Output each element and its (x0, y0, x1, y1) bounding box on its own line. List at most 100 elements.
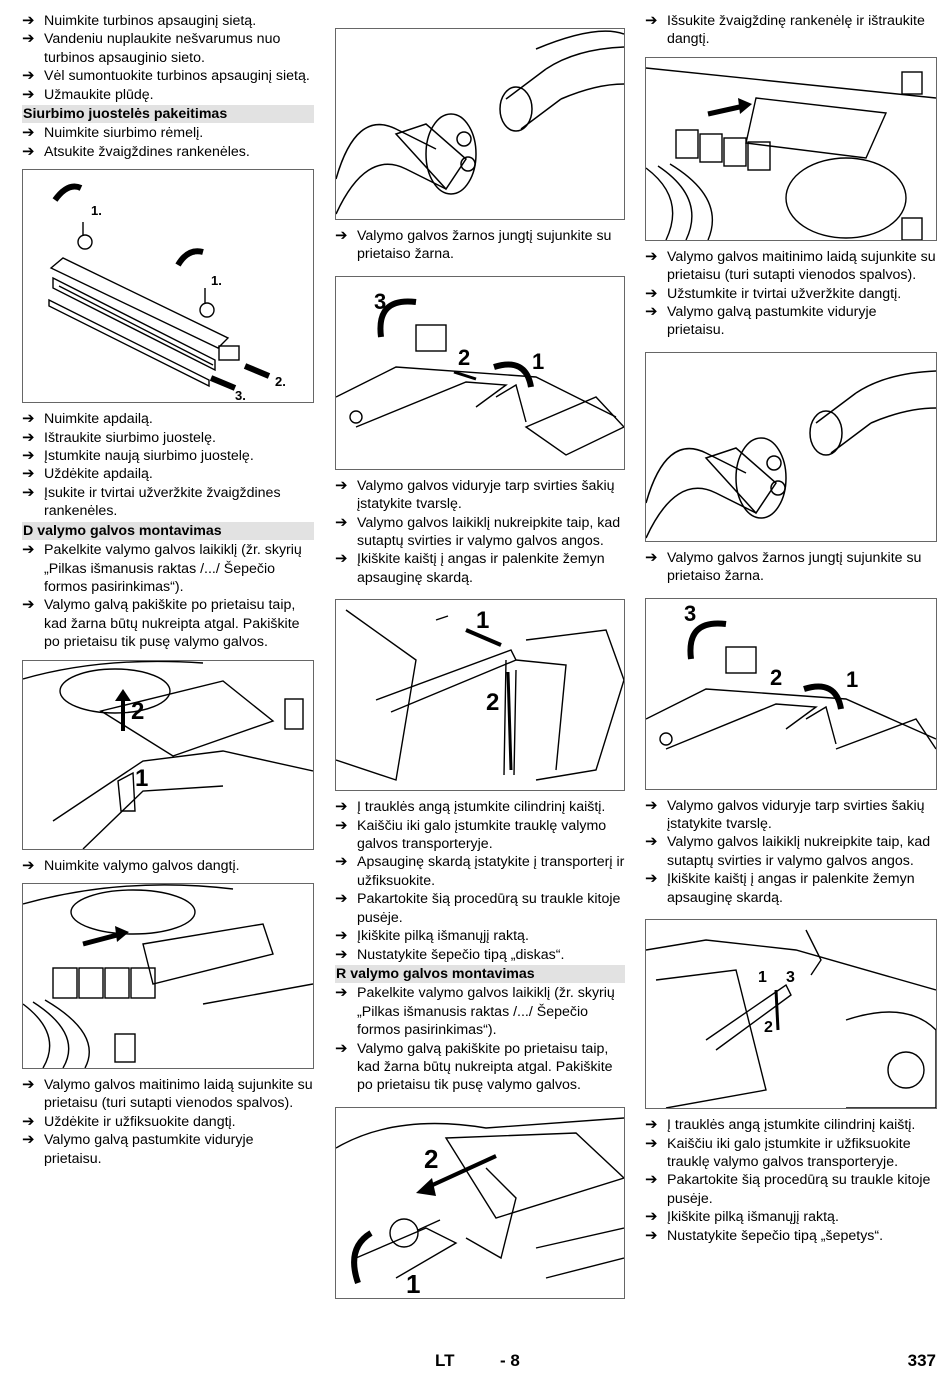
step-item: ➔Valymo galvos laikiklį nukreipkite taip… (645, 833, 937, 870)
figure-suction-strip: 1. 1. 2. 3. (22, 169, 314, 404)
figure-label: 1 (532, 349, 544, 374)
figure-label: 1 (406, 1269, 420, 1298)
section-heading: Siurbimo juostelės pakeitimas (22, 105, 314, 124)
step-item: ➔ Pakelkite valymo galvos laikiklį (žr. s… (22, 541, 314, 596)
step-text: Valymo galvos laikiklį nukreipkite taip,… (357, 514, 621, 550)
step-text: Įkiškite pilką išmanųjį raktą. (667, 1209, 839, 1226)
figure-knob-remove: 2 1 (335, 1106, 625, 1299)
step-text: Valymo galvos viduryje tarp svirties šak… (357, 477, 615, 513)
step-item: ➔Įkiškite pilką išmanųjį raktą. (645, 1208, 937, 1226)
step-item: ➔Valymo galvą pastumkite viduryje prieta… (22, 1131, 314, 1168)
step-list: ➔ Išsukite žvaigždinę rankenėlę ir ištrau… (645, 12, 937, 49)
step-item: ➔ Nustatykite šepečio tipą „diskas“. (335, 946, 625, 964)
figure-label: 2 (764, 1019, 773, 1036)
step-item: ➔Valymo galvą pastumkite viduryje prieta… (645, 303, 937, 340)
arrow-icon: ➔ (335, 798, 348, 816)
step-list: ➔Nuimkite apdailą.➔Ištraukite siurbimo j… (22, 410, 314, 520)
step-item: ➔ Valymo galvą pakiškite po prietaisu tai… (335, 1040, 625, 1095)
step-text: Įstumkite naują siurbimo juostelę. (44, 448, 254, 465)
step-item: ➔Nuimkite apdailą. (22, 410, 314, 428)
arrow-icon: ➔ (22, 856, 35, 874)
step-item: ➔ Valymo galvos viduryje tarp svirties ša… (335, 477, 625, 514)
step-item: ➔Ištraukite siurbimo juostelę. (22, 429, 314, 447)
step-list: ➔Nuimkite siurbimo rėmelį.➔Atsukite žvai… (22, 124, 314, 161)
step-text: Nuimkite siurbimo rėmelį. (44, 125, 204, 142)
step-text: Uždėkite ir užfiksuokite dangtį. (44, 1113, 236, 1130)
step-text: Užmaukite plūdę. (44, 86, 154, 103)
step-text: Pakelkite valymo galvos laikiklį (žr. sk… (44, 542, 302, 595)
figure-cover-remove: 2 1 (22, 659, 314, 850)
arrow-icon: ➔ (22, 541, 35, 559)
arrow-icon: ➔ (335, 853, 348, 871)
step-text: Nustatykite šepečio tipą „diskas“. (357, 946, 565, 963)
arrow-icon: ➔ (645, 303, 658, 321)
step-item: ➔Valymo galvos maitinimo laidą sujunkite… (645, 248, 937, 285)
step-list: ➔Valymo galvos viduryje tarp svirties ša… (645, 797, 937, 907)
footer-page-number: 337 (907, 1351, 936, 1370)
step-item: ➔Valymo galvos žarnos jungtį sujunkite s… (645, 549, 937, 586)
step-list: ➔Valymo galvos maitinimo laidą sujunkite… (22, 1076, 314, 1168)
figure-label: 1. (91, 203, 102, 218)
step-item: ➔ Pakartokite šią procedūrą su traukle ki… (335, 890, 625, 927)
arrow-icon: ➔ (645, 284, 658, 302)
arrow-icon: ➔ (22, 12, 35, 29)
step-text: Valymo galvą pakiškite po prietaisu taip… (357, 1040, 613, 1094)
step-item: ➔ Į trauklės angą įstumkite cilindrinį ka… (335, 798, 625, 816)
step-item: ➔Vandeniu nuplaukite nešvarumus nuo turb… (22, 30, 314, 67)
step-item: ➔Valymo galvą pakiškite po prietaisu tai… (22, 596, 314, 651)
figure-label: 3. (235, 388, 246, 402)
step-text: Nustatykite šepečio tipą „šepetys“. (667, 1227, 884, 1244)
step-text: Pakelkite valymo galvos laikiklį (žr. sk… (357, 985, 615, 1039)
arrow-icon: ➔ (22, 142, 35, 160)
step-text: Valymo galvos laikiklį nukreipkite taip,… (667, 834, 931, 869)
step-text: Vėl sumontuokite turbinos apsauginį siet… (44, 68, 310, 85)
step-list: ➔Nuimkite turbinos apsauginį sietą.➔Vand… (22, 12, 314, 104)
figure-label: 3 (786, 969, 795, 986)
figure-hose-connect (335, 28, 625, 220)
step-item: ➔Uždėkite apdailą. (22, 465, 314, 483)
step-text: Kaiščiu iki galo įstumkite ir užfiksuoki… (667, 1135, 911, 1170)
step-list: ➔Valymo galvos maitinimo laidą sujunkite… (645, 248, 937, 340)
step-list: ➔ Pakelkite valymo galvos laikiklį (žr. s… (22, 541, 314, 651)
arrow-icon: ➔ (22, 465, 35, 483)
step-item: ➔Užstumkite ir tvirtai užveržkite dangtį… (645, 285, 937, 303)
arrow-icon: ➔ (335, 945, 348, 963)
step-text: Į trauklės angą įstumkite cilindrinį kai… (667, 1117, 916, 1134)
arrow-icon: ➔ (645, 1134, 658, 1152)
step-text: Kaiščiu iki galo įstumkite trauklę valym… (357, 817, 607, 853)
step-item: ➔Uždėkite ir užfiksuokite dangtį. (22, 1113, 314, 1131)
arrow-icon: ➔ (335, 476, 348, 494)
arrow-icon: ➔ (335, 1039, 348, 1057)
step-text: Išsukite žvaigždinę rankenėlę ir ištrauk… (667, 13, 925, 48)
arrow-icon: ➔ (335, 550, 348, 568)
step-item: ➔Nuimkite valymo galvos dangtį. (22, 857, 314, 875)
step-list: ➔Nuimkite valymo galvos dangtį. (22, 857, 314, 875)
arrow-icon: ➔ (22, 85, 35, 103)
arrow-icon: ➔ (645, 12, 658, 29)
step-text: Į trauklės angą įstumkite cilindrinį kai… (357, 799, 606, 816)
step-text: Ištraukite siurbimo juostelę. (44, 429, 216, 446)
step-list: ➔Valymo galvos žarnos jungtį sujunkite s… (645, 549, 937, 586)
figure-pin-insert-2: 1 3 2 (645, 919, 937, 1110)
figure-label: 3 (374, 289, 386, 314)
arrow-icon: ➔ (22, 67, 35, 85)
arrow-icon: ➔ (335, 927, 348, 945)
arrow-icon: ➔ (22, 596, 35, 614)
column-2: ➔Valymo galvos žarnos jungtį sujunkite s… (335, 12, 625, 1306)
figure-label: 1 (758, 969, 767, 986)
step-item: ➔Valymo galvos maitinimo laidą sujunkite… (22, 1076, 314, 1113)
arrow-icon: ➔ (645, 247, 658, 265)
figure-power-cable (22, 882, 314, 1069)
step-text: Nuimkite apdailą. (44, 411, 153, 428)
step-item: ➔Pakelkite valymo galvos laikiklį (žr. s… (335, 984, 625, 1039)
figure-label: 1. (211, 273, 222, 288)
step-item: ➔Į trauklės angą įstumkite cilindrinį ka… (645, 1116, 937, 1134)
arrow-icon: ➔ (335, 890, 348, 908)
step-text: Valymo galvą pastumkite viduryje prietai… (44, 1132, 254, 1167)
figure-cover-slide (645, 56, 937, 241)
figure-label: 2 (458, 345, 470, 370)
arrow-icon: ➔ (22, 124, 35, 142)
step-text: Valymo galvos maitinimo laidą sujunkite … (44, 1076, 313, 1112)
step-list: ➔ Į trauklės angą įstumkite cilindrinį ka… (645, 1116, 937, 1245)
step-text: Pakartokite šią procedūrą su traukle kit… (357, 891, 621, 926)
